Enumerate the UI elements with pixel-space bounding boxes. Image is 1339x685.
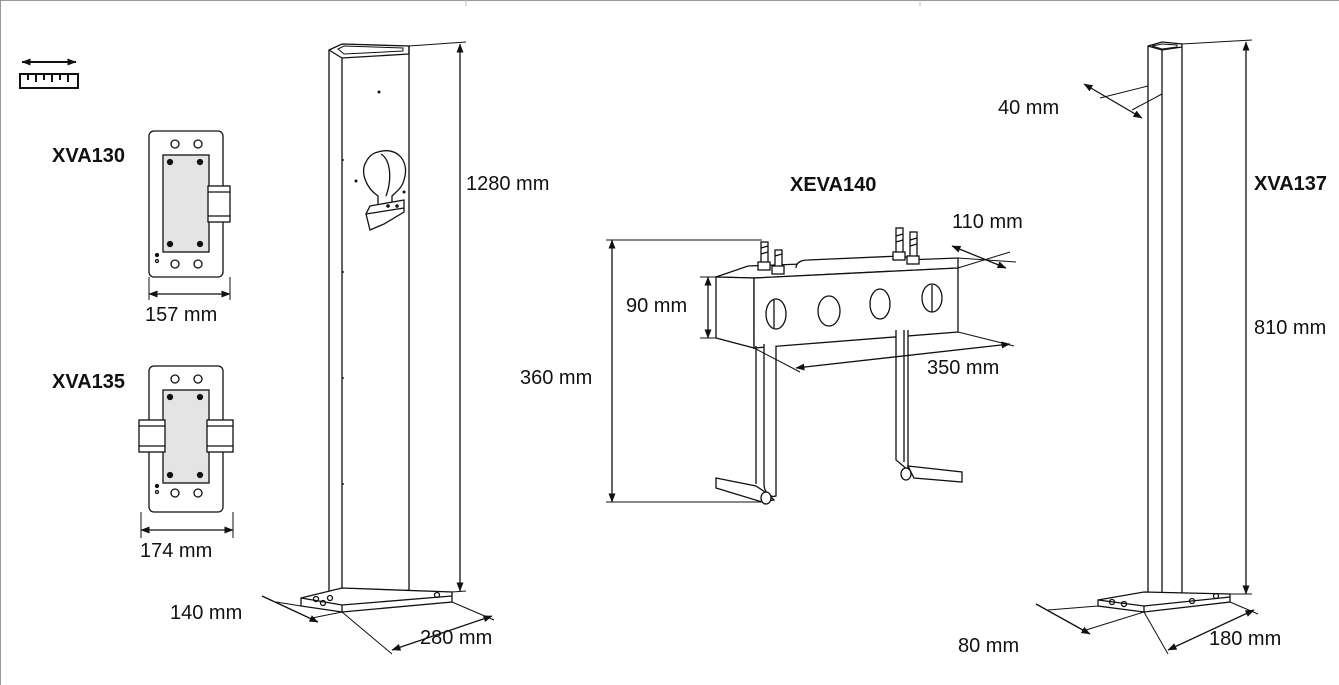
xva130-width-label: 157 mm xyxy=(145,304,218,326)
xva130-code-label: XVA130 xyxy=(52,145,126,167)
xva135-width-label: 174 mm xyxy=(140,540,213,562)
column-drawing xyxy=(261,41,495,655)
anchor-bolts xyxy=(757,227,920,275)
xeva140-frame-height-label: 90 mm xyxy=(626,295,688,317)
xeva140-depth-label: 110 mm xyxy=(952,211,1023,233)
column-base-width-label: 280 mm xyxy=(420,627,493,649)
xeva140-width-label: 350 mm xyxy=(927,357,1000,379)
xeva140-total-height-label: 360 mm xyxy=(520,367,593,389)
xeva140-anchor-drawing xyxy=(606,227,1017,505)
xva137-code-label: XVA137 xyxy=(1254,173,1328,195)
xva135-plate-drawing xyxy=(138,365,234,538)
dimensions-ruler-icon xyxy=(19,58,79,89)
xva130-plate-drawing xyxy=(148,130,231,300)
xva137-base-width-label: 180 mm xyxy=(1209,628,1282,650)
column-height-label: 1280 mm xyxy=(466,173,550,195)
xva137-pole-size-label: 40 mm xyxy=(998,97,1060,119)
xva137-base-depth-label: 80 mm xyxy=(958,635,1020,657)
xva137-pole-drawing xyxy=(1035,39,1259,655)
xeva140-code-label: XEVA140 xyxy=(790,174,877,196)
column-base-depth-label: 140 mm xyxy=(170,602,243,624)
xva137-height-label: 810 mm xyxy=(1254,317,1327,339)
xva135-code-label: XVA135 xyxy=(52,371,126,393)
